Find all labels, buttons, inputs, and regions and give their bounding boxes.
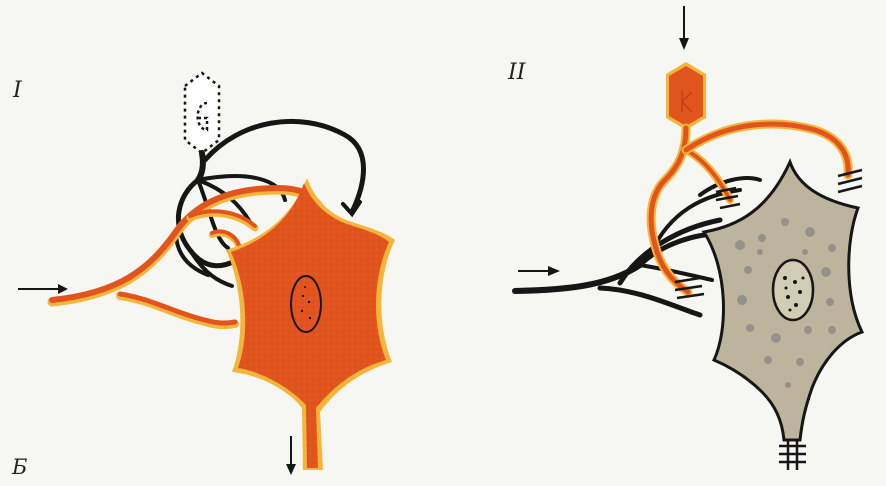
- excitatory-interneuron-2: [666, 62, 706, 130]
- corner-label: Б: [12, 455, 27, 479]
- output-arrow-1: [286, 436, 296, 475]
- inhibited-neuron-2: [704, 162, 862, 470]
- input-arrow-2-top: [679, 6, 689, 50]
- panel-2-diagram: [515, 6, 862, 470]
- panel-label-1: I: [13, 78, 22, 103]
- panel-1-diagram: [18, 73, 395, 475]
- nucleus-2: [773, 260, 813, 320]
- inhibitory-interneuron-1: [185, 73, 219, 153]
- input-arrow-1: [18, 284, 68, 294]
- input-arrow-2-left: [518, 266, 560, 276]
- axon-marks-2: [779, 440, 806, 470]
- panel-label-2: II: [508, 60, 525, 85]
